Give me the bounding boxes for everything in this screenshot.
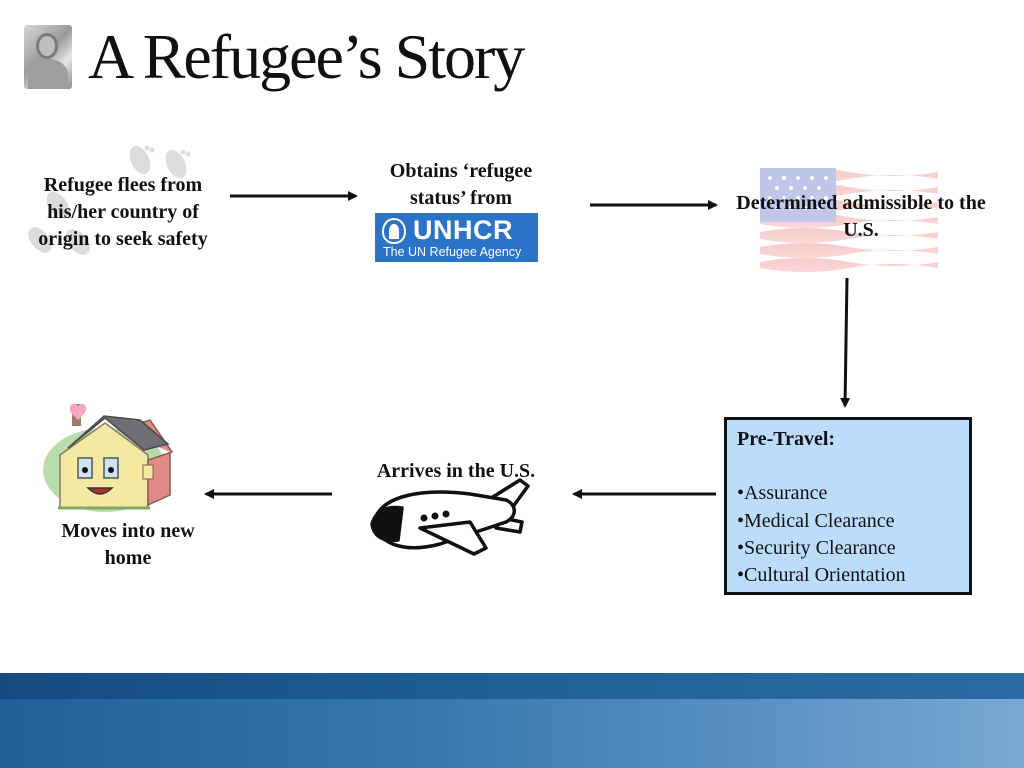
airplane-icon bbox=[370, 478, 530, 556]
pretravel-item: Security Clearance bbox=[737, 535, 959, 562]
pretravel-heading: Pre-Travel: bbox=[737, 428, 836, 450]
step-status-label: Obtains ‘refugee status’ from bbox=[389, 160, 533, 209]
flow-diagram bbox=[28, 145, 938, 556]
unhcr-emblem-icon bbox=[381, 217, 407, 245]
us-flag-icon bbox=[760, 168, 938, 272]
pretravel-box: Pre-Travel: Assurance Medical Clearance … bbox=[724, 417, 972, 595]
unhcr-name: UNHCR bbox=[413, 215, 513, 245]
house-icon bbox=[43, 403, 174, 512]
pretravel-item: Assurance bbox=[737, 480, 959, 507]
title-area: A Refugee’s Story bbox=[24, 21, 525, 92]
footer-stripe bbox=[0, 673, 1024, 699]
page-title: A Refugee’s Story bbox=[88, 21, 525, 92]
pretravel-item: Medical Clearance bbox=[737, 508, 959, 535]
step-admissible-label: Determined admissible to the U.S. bbox=[736, 192, 986, 241]
footprints-icon bbox=[28, 145, 191, 255]
pretravel-list: Assurance Medical Clearance Security Cle… bbox=[737, 480, 959, 589]
unhcr-tagline: The UN Refugee Agency bbox=[383, 245, 522, 259]
unhcr-logo: UNHCR The UN Refugee Agency bbox=[375, 213, 538, 262]
step-flee-label: Refugee flees from his/her country of or… bbox=[38, 174, 208, 250]
arrow-admissible-to-pretravel bbox=[840, 277, 851, 408]
step-arrives-label: Arrives in the U.S. bbox=[376, 460, 536, 482]
portrait-photo bbox=[24, 25, 72, 89]
pretravel-item: Cultural Orientation bbox=[737, 562, 959, 589]
step-home-label: Moves into new home bbox=[61, 520, 195, 569]
